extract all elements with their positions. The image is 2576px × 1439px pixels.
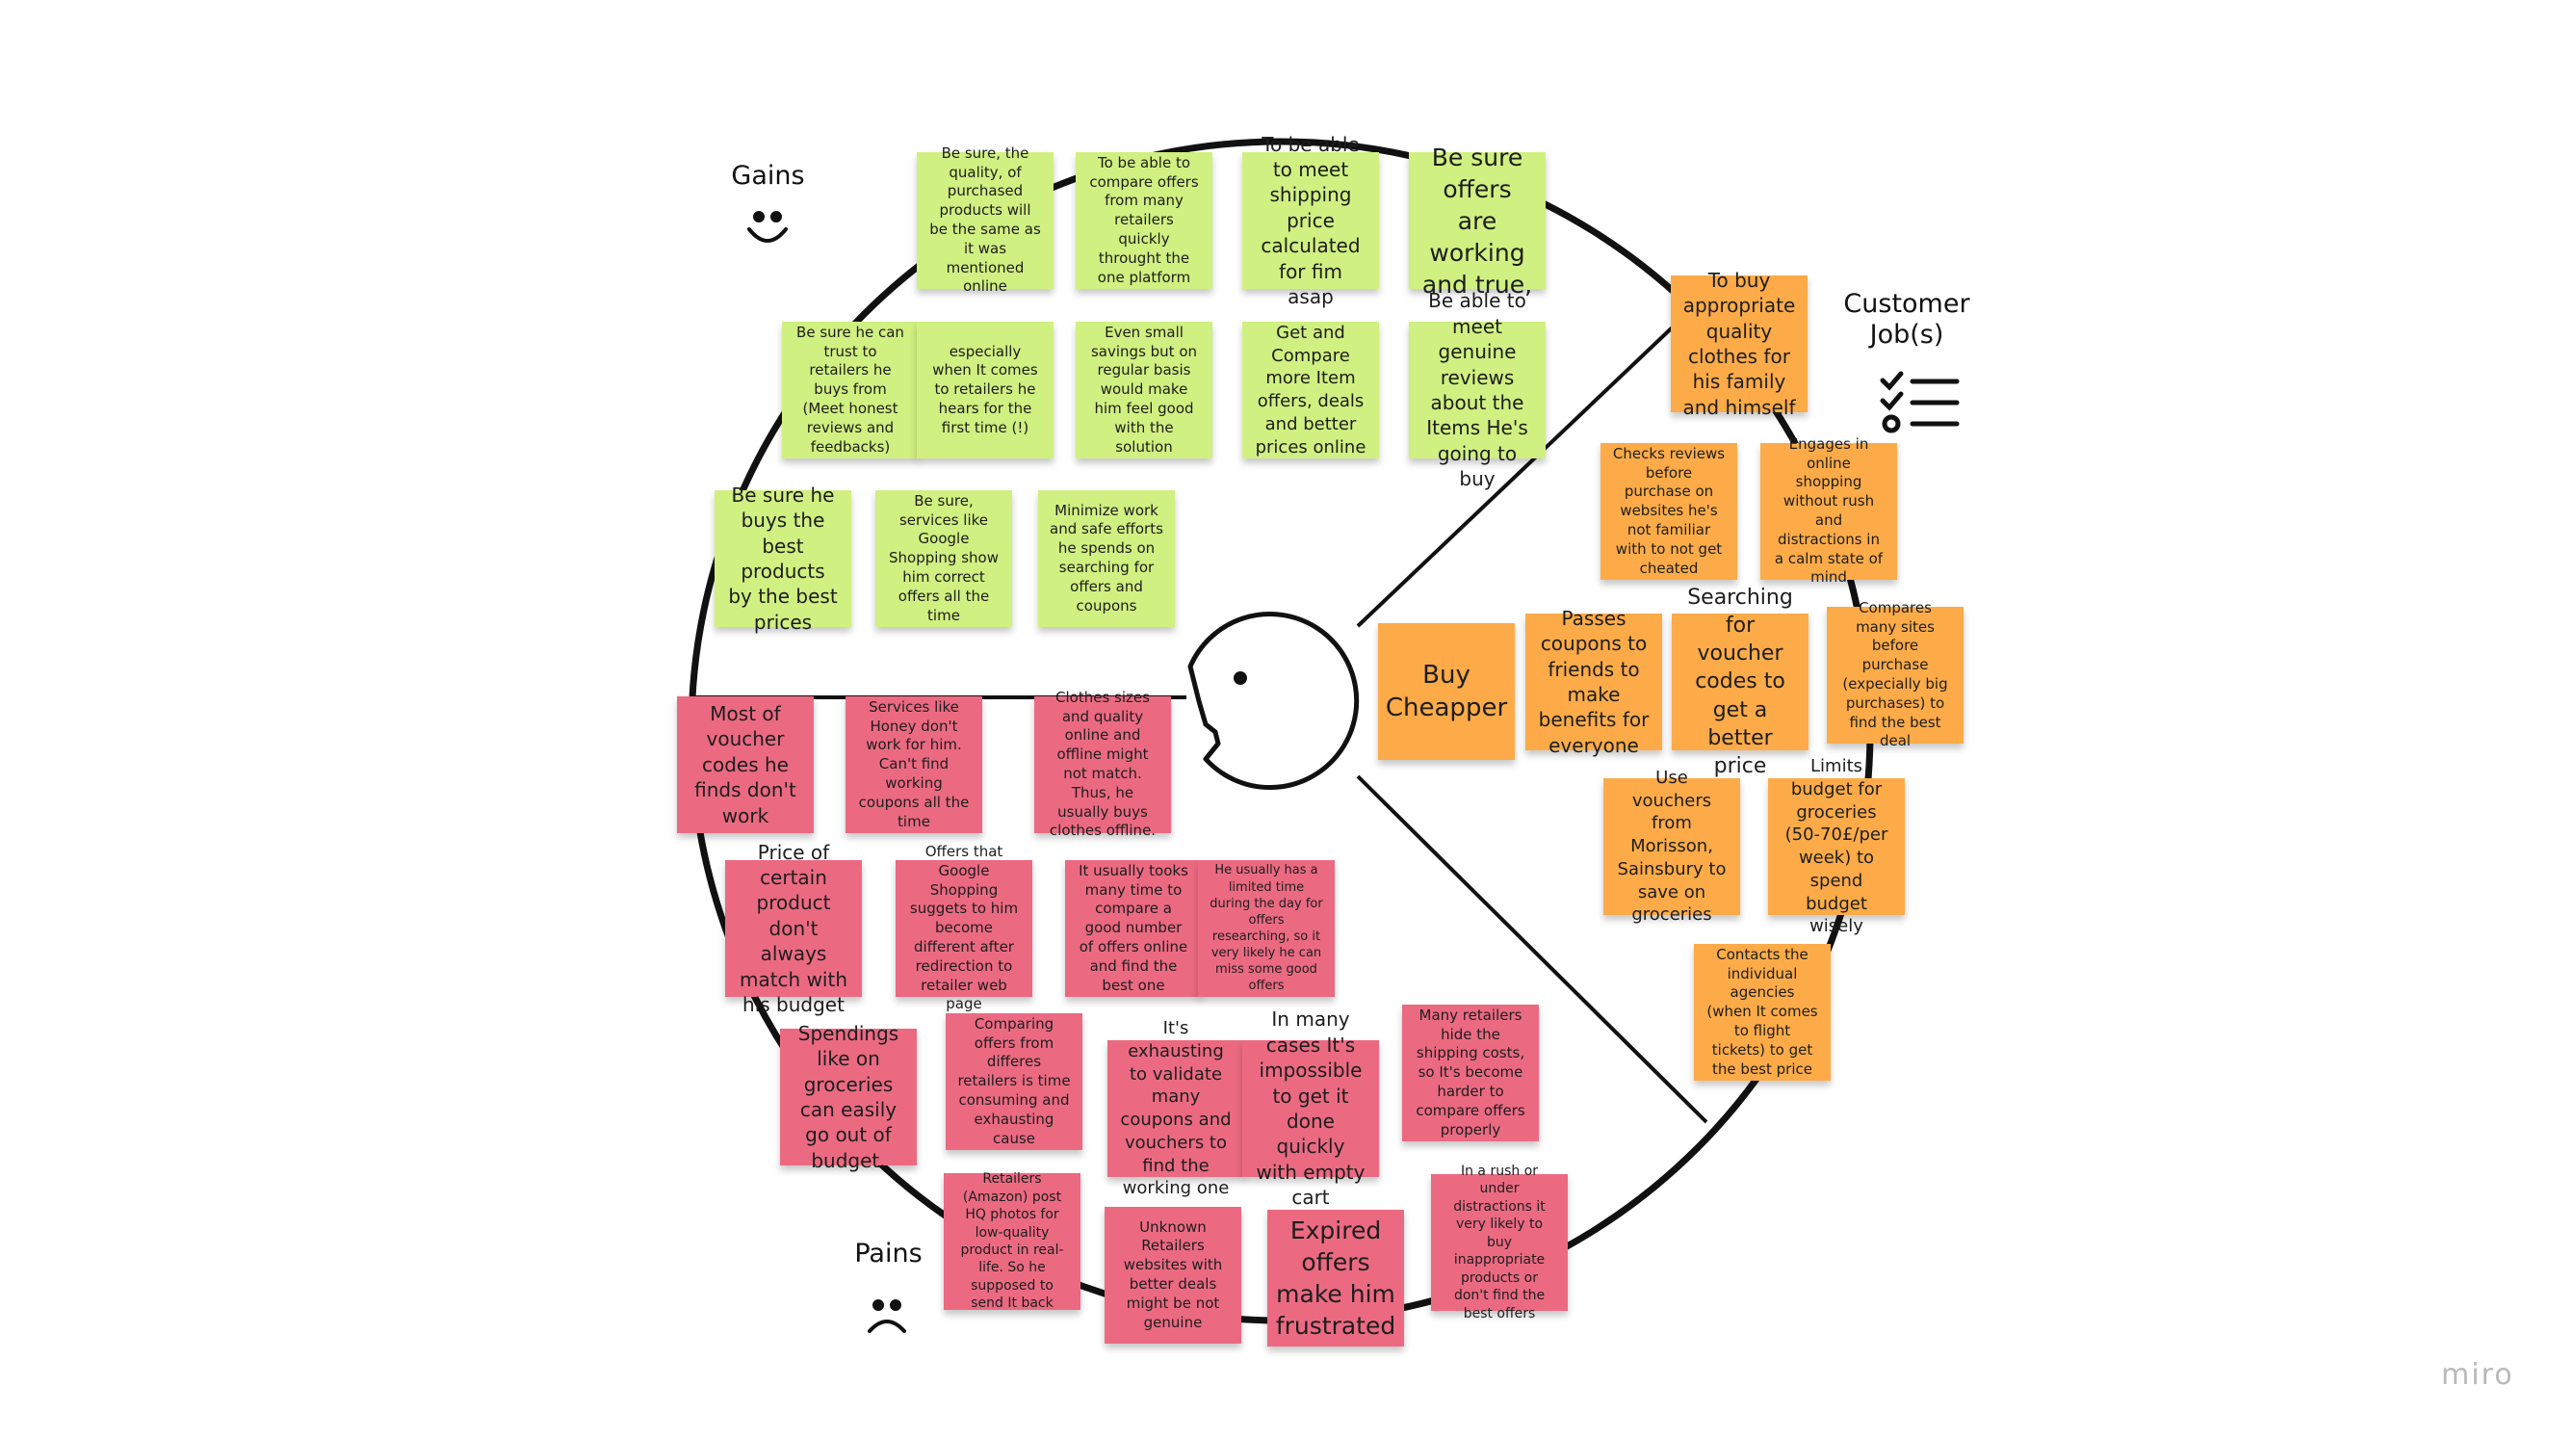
gain-note[interactable]: Be sure he can trust to retailers he buy…	[782, 322, 919, 458]
job-note[interactable]: Checks reviews before purchase on websit…	[1600, 443, 1737, 580]
job-note[interactable]: Limits budget for groceries (50-70£/per …	[1768, 778, 1905, 915]
gain-note[interactable]: Minimize work and safe efforts he spends…	[1038, 490, 1175, 627]
pain-note[interactable]: Services like Honey don't work for him. …	[846, 696, 982, 833]
job-note[interactable]: Searching for voucher codes to get a bet…	[1672, 614, 1808, 750]
pain-note[interactable]: Most of voucher codes he finds don't wor…	[677, 696, 814, 833]
gain-note[interactable]: Even small savings but on regular basis …	[1076, 322, 1212, 458]
job-note[interactable]: Engages in online shopping without rush …	[1760, 443, 1897, 580]
pain-note[interactable]: He usually has a limited time during the…	[1198, 860, 1335, 997]
pain-note[interactable]: Clothes sizes and quality online and off…	[1034, 696, 1171, 833]
gain-note[interactable]: Get and Compare more Item offers, deals …	[1242, 322, 1379, 458]
gain-note[interactable]: Be sure offers are working and true,	[1409, 152, 1546, 289]
pain-note[interactable]: In many cases It's impossible to get it …	[1242, 1040, 1379, 1177]
pain-note[interactable]: It usually tooks many time to compare a …	[1065, 860, 1202, 997]
checklist-icon	[1883, 374, 1957, 431]
pain-note[interactable]: Expired offers make him frustrated	[1267, 1210, 1404, 1347]
smiley-face-icon	[749, 213, 786, 241]
job-note[interactable]: Contacts the individual agencies (when I…	[1694, 944, 1831, 1081]
pain-note[interactable]: Comparing offers from differes retailers…	[946, 1013, 1082, 1150]
customer-head-icon	[1190, 615, 1357, 788]
pain-note[interactable]: Many retailers hide the shipping costs, …	[1402, 1005, 1539, 1141]
pain-note[interactable]: It's exhausting to validate many coupons…	[1107, 1040, 1244, 1177]
job-note[interactable]: To buy appropriate quality clothes for h…	[1671, 275, 1808, 412]
job-note[interactable]: Passes coupons to friends to make benefi…	[1525, 614, 1662, 750]
gain-note[interactable]: To be able to meet shipping price calcul…	[1242, 152, 1379, 289]
customer-jobs-label: Customer Job(s)	[1834, 289, 1979, 352]
pain-note[interactable]: In a rush or under distractions it very …	[1431, 1174, 1568, 1311]
pain-note[interactable]: Unknown Retailers websites with better d…	[1105, 1207, 1241, 1344]
pain-note[interactable]: Offers that Google Shopping suggets to h…	[896, 860, 1032, 997]
pain-note[interactable]: Spendings like on groceries can easily g…	[780, 1029, 917, 1165]
gain-note[interactable]: especially when It comes to retailers he…	[917, 322, 1054, 458]
miro-logo: miro	[2441, 1358, 2514, 1392]
pain-note[interactable]: Retailers (Amazon) post HQ photos for lo…	[944, 1173, 1080, 1310]
gain-note[interactable]: Be sure, the quality, of purchased produ…	[917, 152, 1054, 289]
pains-label: Pains	[843, 1239, 934, 1269]
job-note[interactable]: Use vouchers from Morisson, Sainsbury to…	[1603, 778, 1740, 915]
sad-face-icon	[870, 1301, 904, 1331]
gains-label: Gains	[722, 161, 814, 192]
gain-note[interactable]: Be sure, services like Google Shopping s…	[875, 490, 1012, 627]
pain-note[interactable]: Price of certain product don't always ma…	[725, 860, 862, 997]
job-note-key[interactable]: Buy Cheapper	[1378, 623, 1515, 760]
job-note[interactable]: Compares many sites before purchase (exp…	[1827, 607, 1964, 744]
gain-note[interactable]: Be sure he buys the best products by the…	[715, 490, 851, 627]
gain-note[interactable]: To be able to compare offers from many r…	[1076, 152, 1212, 289]
gain-note[interactable]: Be able to meet genuine reviews about th…	[1409, 322, 1546, 458]
